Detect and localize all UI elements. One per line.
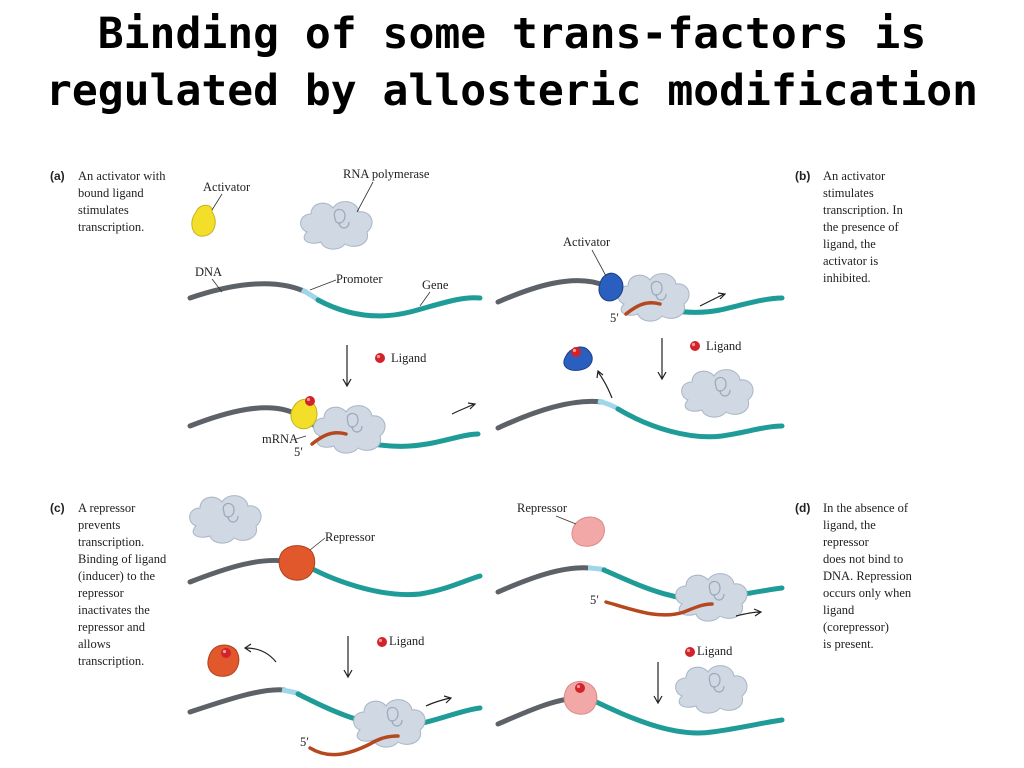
title-line-2: regulated by allosteric modification (46, 66, 978, 116)
panel-d-caption-8: (corepressor) (823, 620, 889, 634)
rna-polymerase-bound-a (312, 404, 386, 454)
transcription-arrow-a (451, 402, 477, 415)
panel-b-caption-1: An activator (823, 169, 886, 183)
mrna-b (624, 301, 662, 316)
release-arrow-c (243, 643, 277, 663)
panel-c-caption-10: transcription. (78, 654, 144, 668)
arrow-down-c (343, 636, 353, 679)
activator-yellow-bound (290, 398, 318, 430)
five-prime-b: 5′ (610, 311, 619, 325)
panel-a-caption-3: stimulates (78, 203, 129, 217)
panel-c-caption-8: repressor and (78, 620, 146, 634)
repressor-inactive-bound (563, 681, 598, 715)
ligand-a (375, 353, 385, 363)
activator-yellow-free (191, 204, 216, 237)
rna-polymerase-bound-c (352, 698, 426, 748)
repressor-label-c: Repressor (325, 530, 376, 544)
panel-d-caption-3: repressor (823, 535, 870, 549)
rna-polymerase-bound-d (674, 572, 748, 622)
mrna-c (308, 734, 400, 757)
dna-upstream (187, 281, 309, 301)
panel-d-caption-7: ligand (823, 603, 855, 617)
panel-c-caption-1: A repressor (78, 501, 136, 515)
panel-d: (d) In the absence of ligand, the repres… (495, 501, 913, 736)
dna-label: DNA (195, 265, 222, 279)
panel-c-caption-3: transcription. (78, 535, 144, 549)
transcription-arrow-c (425, 695, 453, 707)
panel-b-caption-5: ligand, the (823, 237, 876, 251)
ligand-bound-c (221, 648, 231, 658)
ligand-label-a: Ligand (391, 351, 427, 365)
five-prime-c: 5′ (300, 735, 309, 749)
panel-d-caption-5: DNA. Repression (823, 569, 913, 583)
panel-a-caption-1: An activator with (78, 169, 166, 183)
panel-c-caption-5: (inducer) to the (78, 569, 156, 583)
ligand-b (690, 341, 700, 351)
panel-c-caption-6: repressor (78, 586, 125, 600)
ligand-d (685, 647, 695, 657)
mrna-a (310, 431, 348, 446)
panel-d-caption-2: ligand, the (823, 518, 876, 532)
rna-polymerase-free-d (674, 664, 748, 714)
ligand-label-c: Ligand (389, 634, 425, 648)
five-prime-d: 5′ (590, 593, 599, 607)
panel-b-letter: (b) (795, 169, 810, 183)
panel-c-caption-2: prevents (78, 518, 120, 532)
panel-d-caption-9: is present. (823, 637, 874, 651)
mrna-d (604, 600, 714, 617)
panel-d-caption-6: occurs only when (823, 586, 912, 600)
dna-gene (315, 295, 483, 319)
panel-d-caption-4: does not bind to (823, 552, 903, 566)
release-arrow-b (596, 369, 613, 399)
rna-polymerase-free-c (188, 494, 262, 544)
panel-a-caption-4: transcription. (78, 220, 144, 234)
panel-d-letter: (d) (795, 501, 810, 515)
repressor-label-d: Repressor (517, 501, 568, 515)
panel-b: (b) An activator stimulates transcriptio… (495, 169, 904, 440)
promoter-label: Promoter (336, 272, 383, 286)
panel-b-caption-4: the presence of (823, 220, 899, 234)
panel-b-caption-3: transcription. In (823, 203, 904, 217)
title-line-1: Binding of some trans-factors is (97, 9, 927, 59)
activator-label-b: Activator (563, 235, 611, 249)
repressor-inactive-free (571, 516, 605, 547)
rna-polymerase-free (299, 200, 373, 250)
ligand-bound-b (571, 347, 581, 357)
arrow-down-d (653, 662, 663, 705)
panel-b-caption-2: stimulates (823, 186, 874, 200)
transcription-arrow-b (699, 292, 727, 307)
arrow-down-a (342, 345, 352, 388)
gene-label: Gene (422, 278, 449, 292)
panel-b-caption-7: inhibited. (823, 271, 871, 285)
rna-polymerase-label: RNA polymerase (343, 167, 430, 181)
ligand-label-d: Ligand (697, 644, 733, 658)
arrow-down-b (657, 338, 667, 381)
mrna-label: mRNA (262, 432, 298, 446)
activator-blue-bound (598, 272, 624, 302)
panel-a: (a) An activator with bound ligand stimu… (50, 167, 483, 459)
ligand-bound-d (575, 683, 585, 693)
ligand-label-b: Ligand (706, 339, 742, 353)
panel-c-caption-4: Binding of ligand (78, 552, 167, 566)
transcription-arrow-d (735, 608, 763, 617)
panel-c-letter: (c) (50, 501, 65, 515)
activator-label: Activator (203, 180, 251, 194)
ligand-c (377, 637, 387, 647)
rna-polymerase-free-b (680, 368, 754, 418)
panel-c-caption-9: allows (78, 637, 111, 651)
ligand-bound-a (305, 396, 315, 406)
panel-b-caption-6: activator is (823, 254, 878, 268)
panel-d-caption-1: In the absence of (823, 501, 909, 515)
five-prime-a: 5′ (294, 445, 303, 459)
panel-c-caption-7: inactivates the (78, 603, 150, 617)
panel-a-caption-2: bound ligand (78, 186, 144, 200)
panel-c: (c) A repressor prevents transcription. … (50, 494, 483, 757)
panel-a-letter: (a) (50, 169, 65, 183)
repressor-active-bound (278, 545, 316, 581)
slide-title: Binding of some trans-factors is regulat… (0, 6, 1024, 120)
